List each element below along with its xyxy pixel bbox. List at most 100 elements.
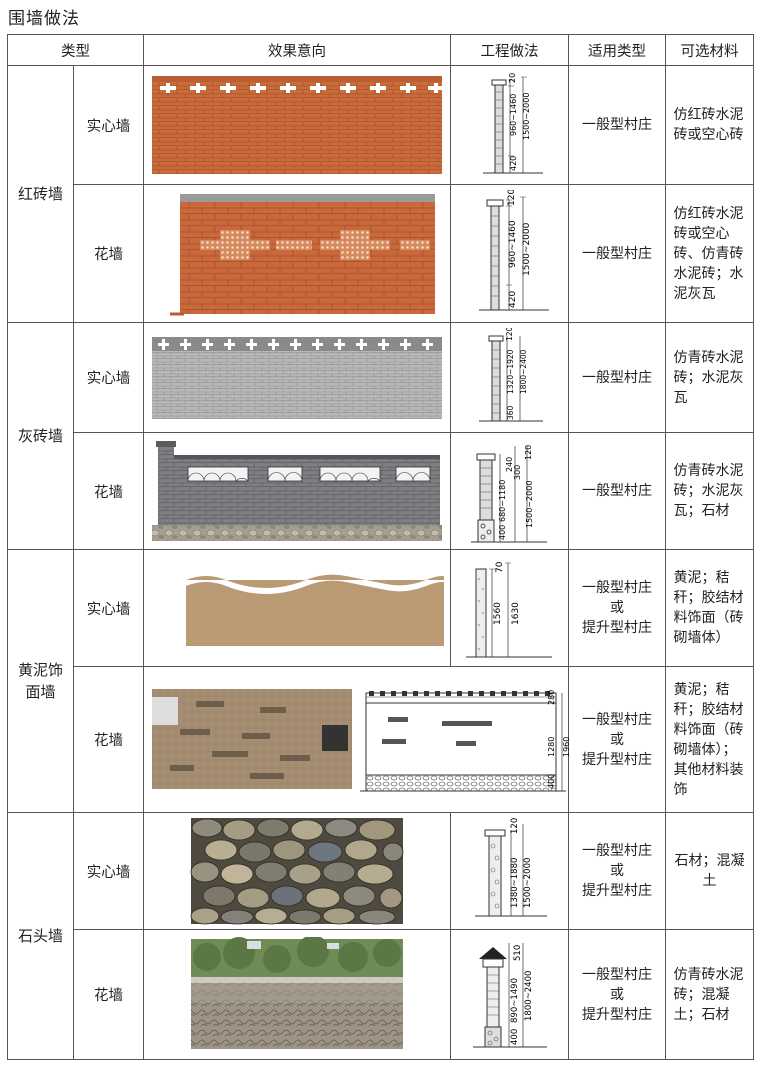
applicable-line: 提升型村庄 <box>582 1006 652 1023</box>
red-solid-wall-image <box>152 76 442 174</box>
materials-cell: 石材；混凝土 <box>665 812 754 930</box>
applicable-line: 或 <box>610 600 624 616</box>
engineering-cell: 120 960~1460 1500~2000 420 <box>450 184 569 323</box>
mud-solid-section-drawing: 70 1560 1630 <box>465 561 552 658</box>
table-row: 花墙 <box>8 432 754 550</box>
mud-flower-wall-image: 280 1280 1960 400 <box>152 688 570 791</box>
materials-text: 仿青砖水泥砖；水泥灰瓦 <box>673 349 744 406</box>
dim-label: 120 <box>524 445 533 460</box>
applicable-cell: 一般型村庄 <box>568 432 666 550</box>
materials-cell: 仿红砖水泥砖或空心砖 <box>665 65 754 185</box>
wall-table: 类型 效果意向 工程做法 适用类型 可选材料 红砖墙 实心墙 <box>7 34 754 1060</box>
table-row: 石头墙 实心墙 120 1380~ <box>7 812 754 1060</box>
dim-label: 120 <box>507 190 517 206</box>
dim-label: 1560 <box>493 602 503 625</box>
table-row: 红砖墙 实心墙 20 960~1460 1500~2 <box>7 65 754 323</box>
effect-cell: 280 1280 1960 400 <box>143 666 570 813</box>
dim-label: 420 <box>508 290 518 307</box>
header-applicable: 适用类型 <box>568 34 666 66</box>
dim-label: 1320~1920 <box>506 349 515 394</box>
dim-label: 510 <box>513 944 523 960</box>
engineering-cell: 20 960~1460 1500~2000 420 <box>450 65 569 185</box>
dim-label: 280 <box>547 689 556 704</box>
engineering-cell: 120 240 300 680~1180 1500~2000 400 <box>450 432 569 550</box>
dim-label: 1500~2000 <box>525 481 534 528</box>
category-text: 黄泥饰面墙 <box>17 661 63 701</box>
dim-label: 360 <box>506 405 515 420</box>
applicable-line: 或 <box>610 731 624 748</box>
stone-flower-section-drawing: 510 890~1490 1800~2400 400 <box>472 942 547 1047</box>
dim-label: 400 <box>547 773 556 788</box>
dim-label: 70 <box>495 561 505 573</box>
dim-label: 400 <box>498 525 507 540</box>
applicable-line: 或 <box>610 986 624 1003</box>
dim-label: 1280 <box>547 736 556 756</box>
dim-label: 680~1180 <box>498 480 507 522</box>
dim-label: 120 <box>505 328 514 341</box>
category-cell: 灰砖墙 <box>7 322 74 550</box>
category-cell: 红砖墙 <box>7 65 74 323</box>
materials-text: 仿红砖水泥砖或空心砖 <box>673 107 744 143</box>
applicable-line: 一般型村庄 <box>582 966 652 983</box>
grey-flower-section-drawing: 120 240 300 680~1180 1500~2000 400 <box>470 445 547 543</box>
applicable-line: 一般型村庄 <box>582 843 652 859</box>
subtype-cell: 实心墙 <box>73 65 144 185</box>
materials-text: 黄泥；秸秆；胶结材料饰面（砖砌墙体） <box>673 570 744 646</box>
applicable-cell: 一般型村庄 或 提升型村庄 <box>568 929 666 1060</box>
dim-label: 1500~2000 <box>522 222 532 276</box>
stone-flower-wall-image <box>191 936 403 1049</box>
dim-label: 1380~1880 <box>510 858 520 908</box>
subtype-cell: 花墙 <box>73 929 144 1060</box>
applicable-line: 提升型村庄 <box>582 751 652 768</box>
page-title: 围墙做法 <box>8 9 80 29</box>
applicable-line: 提升型村庄 <box>582 883 652 899</box>
materials-cell: 黄泥；秸秆；胶结材料饰面（砖砌墙体） <box>665 549 754 667</box>
dim-label: 20 <box>508 73 517 83</box>
category-cell: 石头墙 <box>7 812 74 1060</box>
dim-label: 120 <box>510 818 520 834</box>
red-flower-wall-image <box>170 193 435 315</box>
table-row: 花墙 120 960~14 <box>8 184 754 323</box>
materials-text: 仿红砖水泥砖或空心砖、仿青砖水泥砖；水泥灰瓦 <box>673 205 744 302</box>
engineering-cell: 70 1560 1630 <box>450 549 569 667</box>
materials-text: 石材；混凝土 <box>674 853 745 889</box>
materials-text: 黄泥；秸秆；胶结材料饰面（砖砌墙体）；其他材料装饰 <box>673 681 744 798</box>
red-solid-section-drawing: 20 960~1460 1500~2000 420 <box>482 73 543 174</box>
dim-label: 400 <box>510 1028 520 1044</box>
red-flower-section-drawing: 120 960~1460 1500~2000 420 <box>478 190 549 310</box>
dim-label: 1800~2400 <box>524 970 534 1020</box>
effect-cell <box>143 929 451 1060</box>
effect-cell <box>143 322 451 433</box>
materials-cell: 仿青砖水泥砖；水泥灰瓦 <box>665 322 754 433</box>
dim-label: 960~1460 <box>509 94 518 136</box>
applicable-line: 一般型村庄 <box>582 711 652 728</box>
dim-label: 1800~2400 <box>519 349 528 394</box>
subtype-cell: 花墙 <box>73 432 144 550</box>
materials-cell: 黄泥；秸秆；胶结材料饰面（砖砌墙体）；其他材料装饰 <box>665 666 754 813</box>
materials-cell: 仿红砖水泥砖或空心砖、仿青砖水泥砖；水泥灰瓦 <box>665 184 754 323</box>
table-row: 花墙 510 890~14 <box>8 929 754 1060</box>
applicable-cell: 一般型村庄 或 提升型村庄 <box>568 666 666 813</box>
applicable-cell: 一般型村庄 <box>568 184 666 323</box>
dim-label: 1960 <box>562 736 570 756</box>
header-materials: 可选材料 <box>665 34 754 66</box>
applicable-line: 或 <box>610 863 624 879</box>
effect-cell <box>143 432 451 550</box>
grey-flower-wall-image <box>152 441 442 541</box>
effect-cell <box>143 549 451 667</box>
stone-solid-wall-image <box>190 818 404 925</box>
header-type: 类型 <box>7 34 144 66</box>
dim-label: 960~1460 <box>508 220 518 268</box>
dim-label: 300 <box>513 465 522 480</box>
stone-solid-section-drawing: 120 1380~1880 1500~2000 <box>474 818 547 917</box>
subtype-cell: 花墙 <box>73 184 144 323</box>
applicable-line: 提升型村庄 <box>582 620 652 636</box>
dim-label: 890~1490 <box>510 978 520 1023</box>
dim-label: 420 <box>509 156 518 171</box>
grey-solid-section-drawing: 120 1320~1920 1800~2400 360 <box>478 328 543 421</box>
subtype-cell: 实心墙 <box>73 549 144 667</box>
table-row: 灰砖墙 实心墙 120 1320~1920 1800~2400 <box>7 322 754 550</box>
table-row: 花墙 280 1280 1960 400 <box>8 666 754 813</box>
applicable-cell: 一般型村庄 <box>568 65 666 185</box>
materials-cell: 仿青砖水泥砖；水泥灰瓦；石材 <box>665 432 754 550</box>
